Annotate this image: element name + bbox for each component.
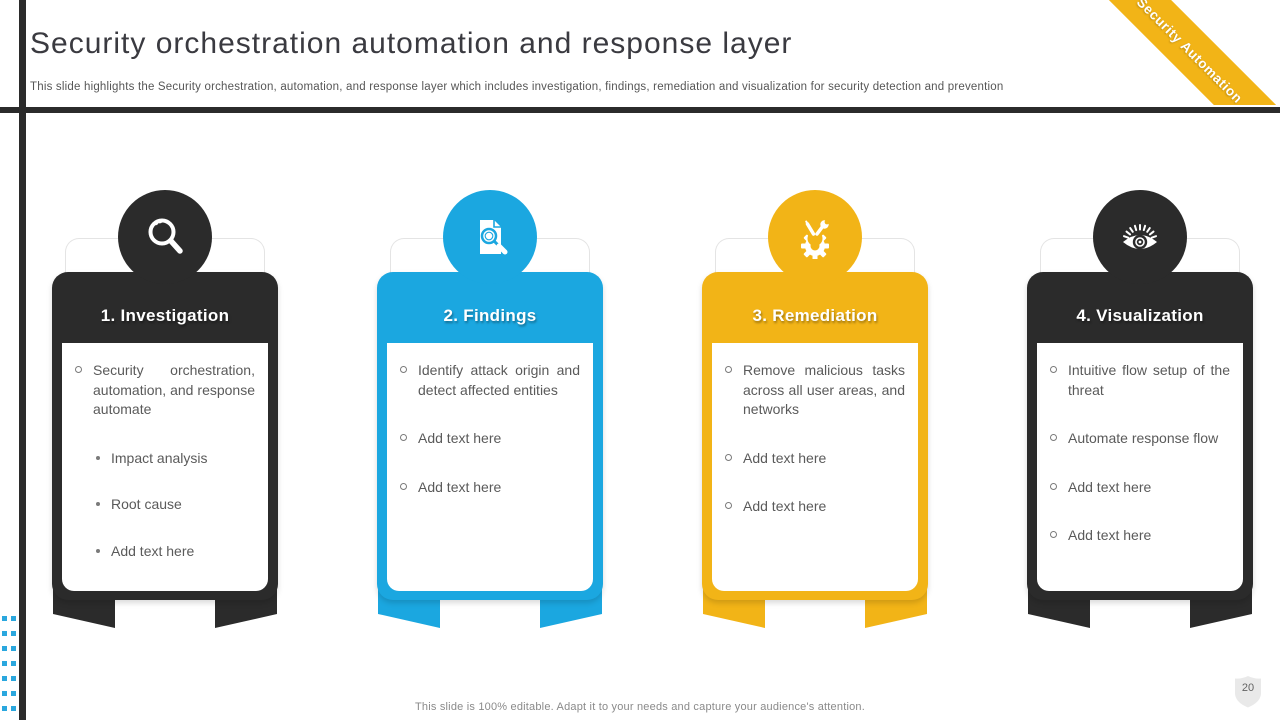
bullet-item: Add text here [93, 542, 255, 562]
card-title: 2. Findings [443, 306, 537, 325]
bullet-marker [96, 548, 100, 553]
card-body: Intuitive flow setup of the threat Autom… [1037, 343, 1243, 591]
bullet-text: Automate response flow [1068, 430, 1219, 446]
footer-note: This slide is 100% editable. Adapt it to… [415, 701, 865, 713]
bullet-marker [725, 366, 732, 373]
bullet-item: Root cause [93, 495, 255, 515]
bullet-marker [400, 482, 407, 490]
page-title: Security orchestration automation and re… [30, 27, 793, 60]
bullet-item: Add text here [1050, 478, 1230, 498]
corner-ribbon-container: Security Automation [1040, 0, 1280, 105]
bullet-text: Root cause [111, 496, 182, 512]
bullet-marker [1050, 434, 1057, 441]
bullet-text: Security orchestration, automation, and … [93, 362, 255, 417]
bullet-item: Add text here [1050, 526, 1230, 546]
corner-ribbon: Security Automation [1068, 0, 1280, 105]
card-icon-circle [443, 190, 537, 284]
bullet-text: Impact analysis [111, 449, 208, 466]
gear-tools-icon [801, 219, 830, 259]
bullet-item: Identify attack origin and detect affect… [400, 361, 580, 400]
card-icon-circle [118, 190, 212, 284]
shield-icon [1235, 676, 1261, 708]
bullet-item: Remove malicious tasks across all user a… [725, 361, 905, 420]
bullet-text: Add text here [1068, 478, 1152, 495]
card-title: 1. Investigation [100, 306, 230, 325]
bullet-marker [1050, 531, 1057, 538]
eye-icon [1123, 224, 1157, 250]
bullet-text: Add text here [743, 449, 827, 466]
page-number-badge: 20 [1232, 675, 1264, 709]
card-body: Remove malicious tasks across all user a… [712, 343, 918, 591]
bullet-text: Add text here [418, 430, 502, 446]
bullet-marker [96, 502, 100, 506]
bullet-marker [75, 366, 82, 373]
bullet-marker [725, 502, 732, 509]
bullet-text: Add text here [1068, 527, 1152, 543]
document-search-icon [480, 220, 508, 255]
bullet-item: Security orchestration, automation, and … [75, 361, 255, 420]
card-title: 4. Visualization [1076, 306, 1204, 325]
bullet-item: Add text here [400, 478, 580, 498]
card-investigation: 1. Investigation Security orchestration,… [52, 190, 278, 635]
page-number: 20 [1241, 682, 1255, 694]
bullet-marker [725, 453, 732, 461]
card-visualization: 4. Visualization Intuitive flow setup of… [1027, 190, 1253, 635]
card-title: 3. Remediation [752, 306, 878, 325]
bullet-text: Add text here [418, 478, 502, 495]
bullet-text: Intuitive flow setup of the threat [1068, 362, 1230, 398]
bullet-marker [1050, 366, 1057, 373]
bullet-item: Add text here [725, 449, 905, 469]
bullet-item: Automate response flow [1050, 429, 1230, 449]
cards-row: 1. Investigation Security orchestration,… [0, 190, 1280, 640]
bullet-marker [400, 434, 407, 441]
left-accent-bar [19, 0, 26, 720]
card-body: Identify attack origin and detect affect… [387, 343, 593, 591]
card-findings: 2. Findings Identify attack origin and d… [377, 190, 603, 635]
corner-dots-decoration [2, 616, 16, 711]
bullet-text: Add text here [743, 498, 827, 514]
card-body: Security orchestration, automation, and … [62, 343, 268, 591]
bullet-text: Remove malicious tasks across all user a… [743, 362, 905, 417]
bullet-marker [96, 455, 100, 460]
bullet-text: Add text here [111, 542, 195, 559]
bullet-marker [1050, 482, 1057, 490]
bullet-marker [400, 366, 407, 373]
bullet-item: Add text here [400, 429, 580, 449]
bullet-item: Add text here [725, 497, 905, 517]
magnifier-icon [148, 218, 183, 254]
card-remediation: 3. Remediation Remove malicious tasks ac… [702, 190, 928, 635]
header-divider [0, 107, 1280, 113]
bullet-text: Identify attack origin and detect affect… [418, 362, 580, 398]
card-icon-circle [1093, 190, 1187, 284]
card-icon-circle [768, 190, 862, 284]
page-subtitle: This slide highlights the Security orche… [30, 81, 1004, 93]
bullet-item: Intuitive flow setup of the threat [1050, 361, 1230, 400]
bullet-item: Impact analysis [93, 449, 255, 469]
